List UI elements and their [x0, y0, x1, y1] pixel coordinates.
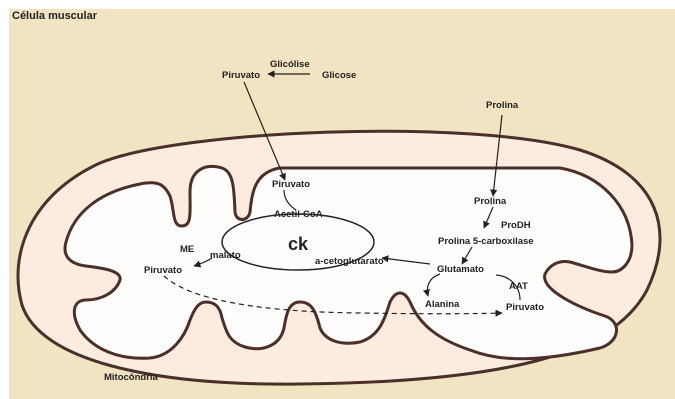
label-prolina-top: Prolina — [486, 100, 519, 111]
label-piruvato-inner: Piruvato — [272, 179, 310, 190]
label-prodh: ProDH — [501, 220, 531, 231]
label-piruvato-left: Piruvato — [144, 265, 182, 276]
label-me: ME — [180, 244, 194, 255]
label-acetil-coa: Acetil-CoA — [274, 209, 323, 220]
label-glicolise: Glicólise — [270, 59, 310, 70]
label-glicose: Glicose — [322, 70, 356, 81]
label-prolina-inner: Prolina — [474, 196, 507, 207]
label-piruvato-top: Piruvato — [222, 70, 260, 81]
label-aat: AAT — [509, 281, 528, 292]
label-prolina-5-carboxilase: Prolina 5-carboxilase — [438, 236, 534, 247]
label-mitocondria: Mitocôndria — [104, 372, 159, 383]
label-ck: ck — [288, 234, 309, 254]
label-alanina: Alanina — [425, 299, 460, 310]
label-a-cetoglutarato: a-cetoglutarato — [315, 256, 384, 267]
label-malato: malato — [210, 250, 241, 261]
label-piruvato-right: Piruvato — [506, 302, 544, 313]
label-glutamato: Glutamato — [437, 264, 484, 275]
